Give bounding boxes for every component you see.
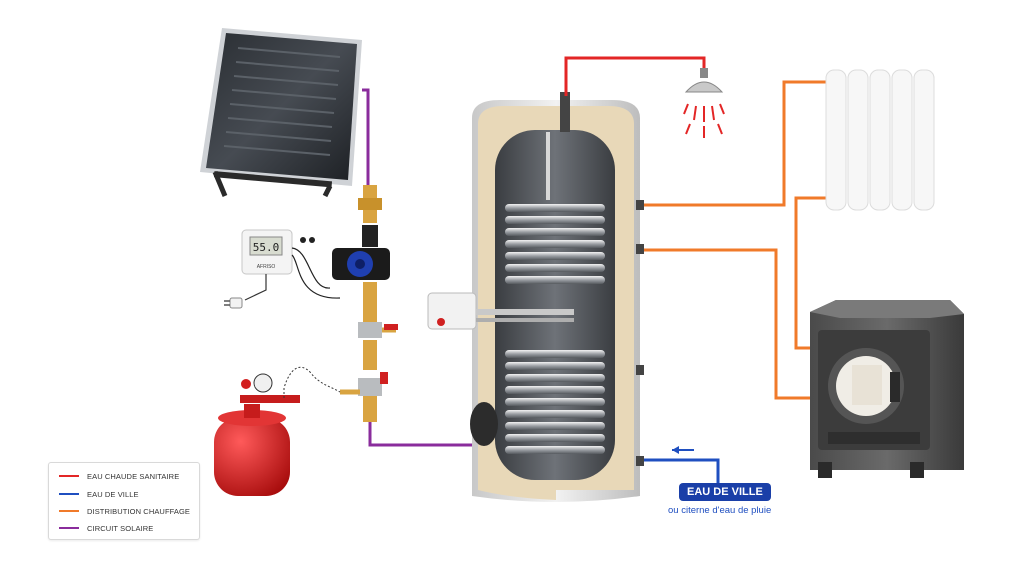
shower-icon bbox=[683, 68, 725, 138]
legend-label: CIRCUIT SOLAIRE bbox=[87, 523, 154, 533]
legend-swatch bbox=[59, 510, 79, 512]
thermostat-icon: 55.0 AFRISO bbox=[224, 229, 341, 309]
thermostat-reading: 55.0 bbox=[253, 241, 280, 254]
legend-swatch bbox=[59, 475, 79, 477]
upper-coil bbox=[505, 204, 605, 284]
pump-icon bbox=[332, 248, 390, 280]
arrow-left-icon bbox=[672, 446, 694, 454]
legend-item-heating: DISTRIBUTION CHAUFFAGE bbox=[59, 504, 190, 518]
legend-label: EAU DE VILLE bbox=[87, 489, 139, 499]
city-water-pipe bbox=[644, 458, 720, 484]
heating-pipes bbox=[644, 80, 826, 400]
lower-coil bbox=[505, 350, 605, 454]
thermostat-brand: AFRISO bbox=[257, 264, 276, 270]
hot-water-pipe bbox=[564, 56, 706, 96]
legend: EAU CHAUDE SANITAIRE EAU DE VILLE DISTRI… bbox=[48, 462, 200, 540]
legend-swatch bbox=[59, 493, 79, 495]
legend-item-solar: CIRCUIT SOLAIRE bbox=[59, 521, 153, 535]
plug-icon bbox=[224, 297, 243, 309]
legend-label: DISTRIBUTION CHAUFFAGE bbox=[87, 506, 191, 516]
city-water-badge: EAU DE VILLE bbox=[679, 483, 771, 501]
city-water-subtitle: ou citerne d'eau de pluie bbox=[668, 505, 772, 516]
legend-item-hot-water: EAU CHAUDE SANITAIRE bbox=[59, 469, 179, 483]
electric-heater-icon bbox=[427, 292, 574, 330]
stove-icon bbox=[810, 300, 964, 478]
solar-circuit-pipes bbox=[362, 88, 478, 447]
storage-tank bbox=[427, 92, 644, 502]
legend-swatch bbox=[59, 527, 79, 529]
legend-item-city-water: EAU DE VILLE bbox=[59, 487, 139, 501]
radiator-icon bbox=[825, 69, 935, 211]
solar-panel-icon bbox=[200, 28, 362, 198]
expansion-vessel-icon bbox=[214, 366, 341, 496]
legend-label: EAU CHAUDE SANITAIRE bbox=[87, 471, 180, 481]
pump-station bbox=[332, 185, 398, 422]
